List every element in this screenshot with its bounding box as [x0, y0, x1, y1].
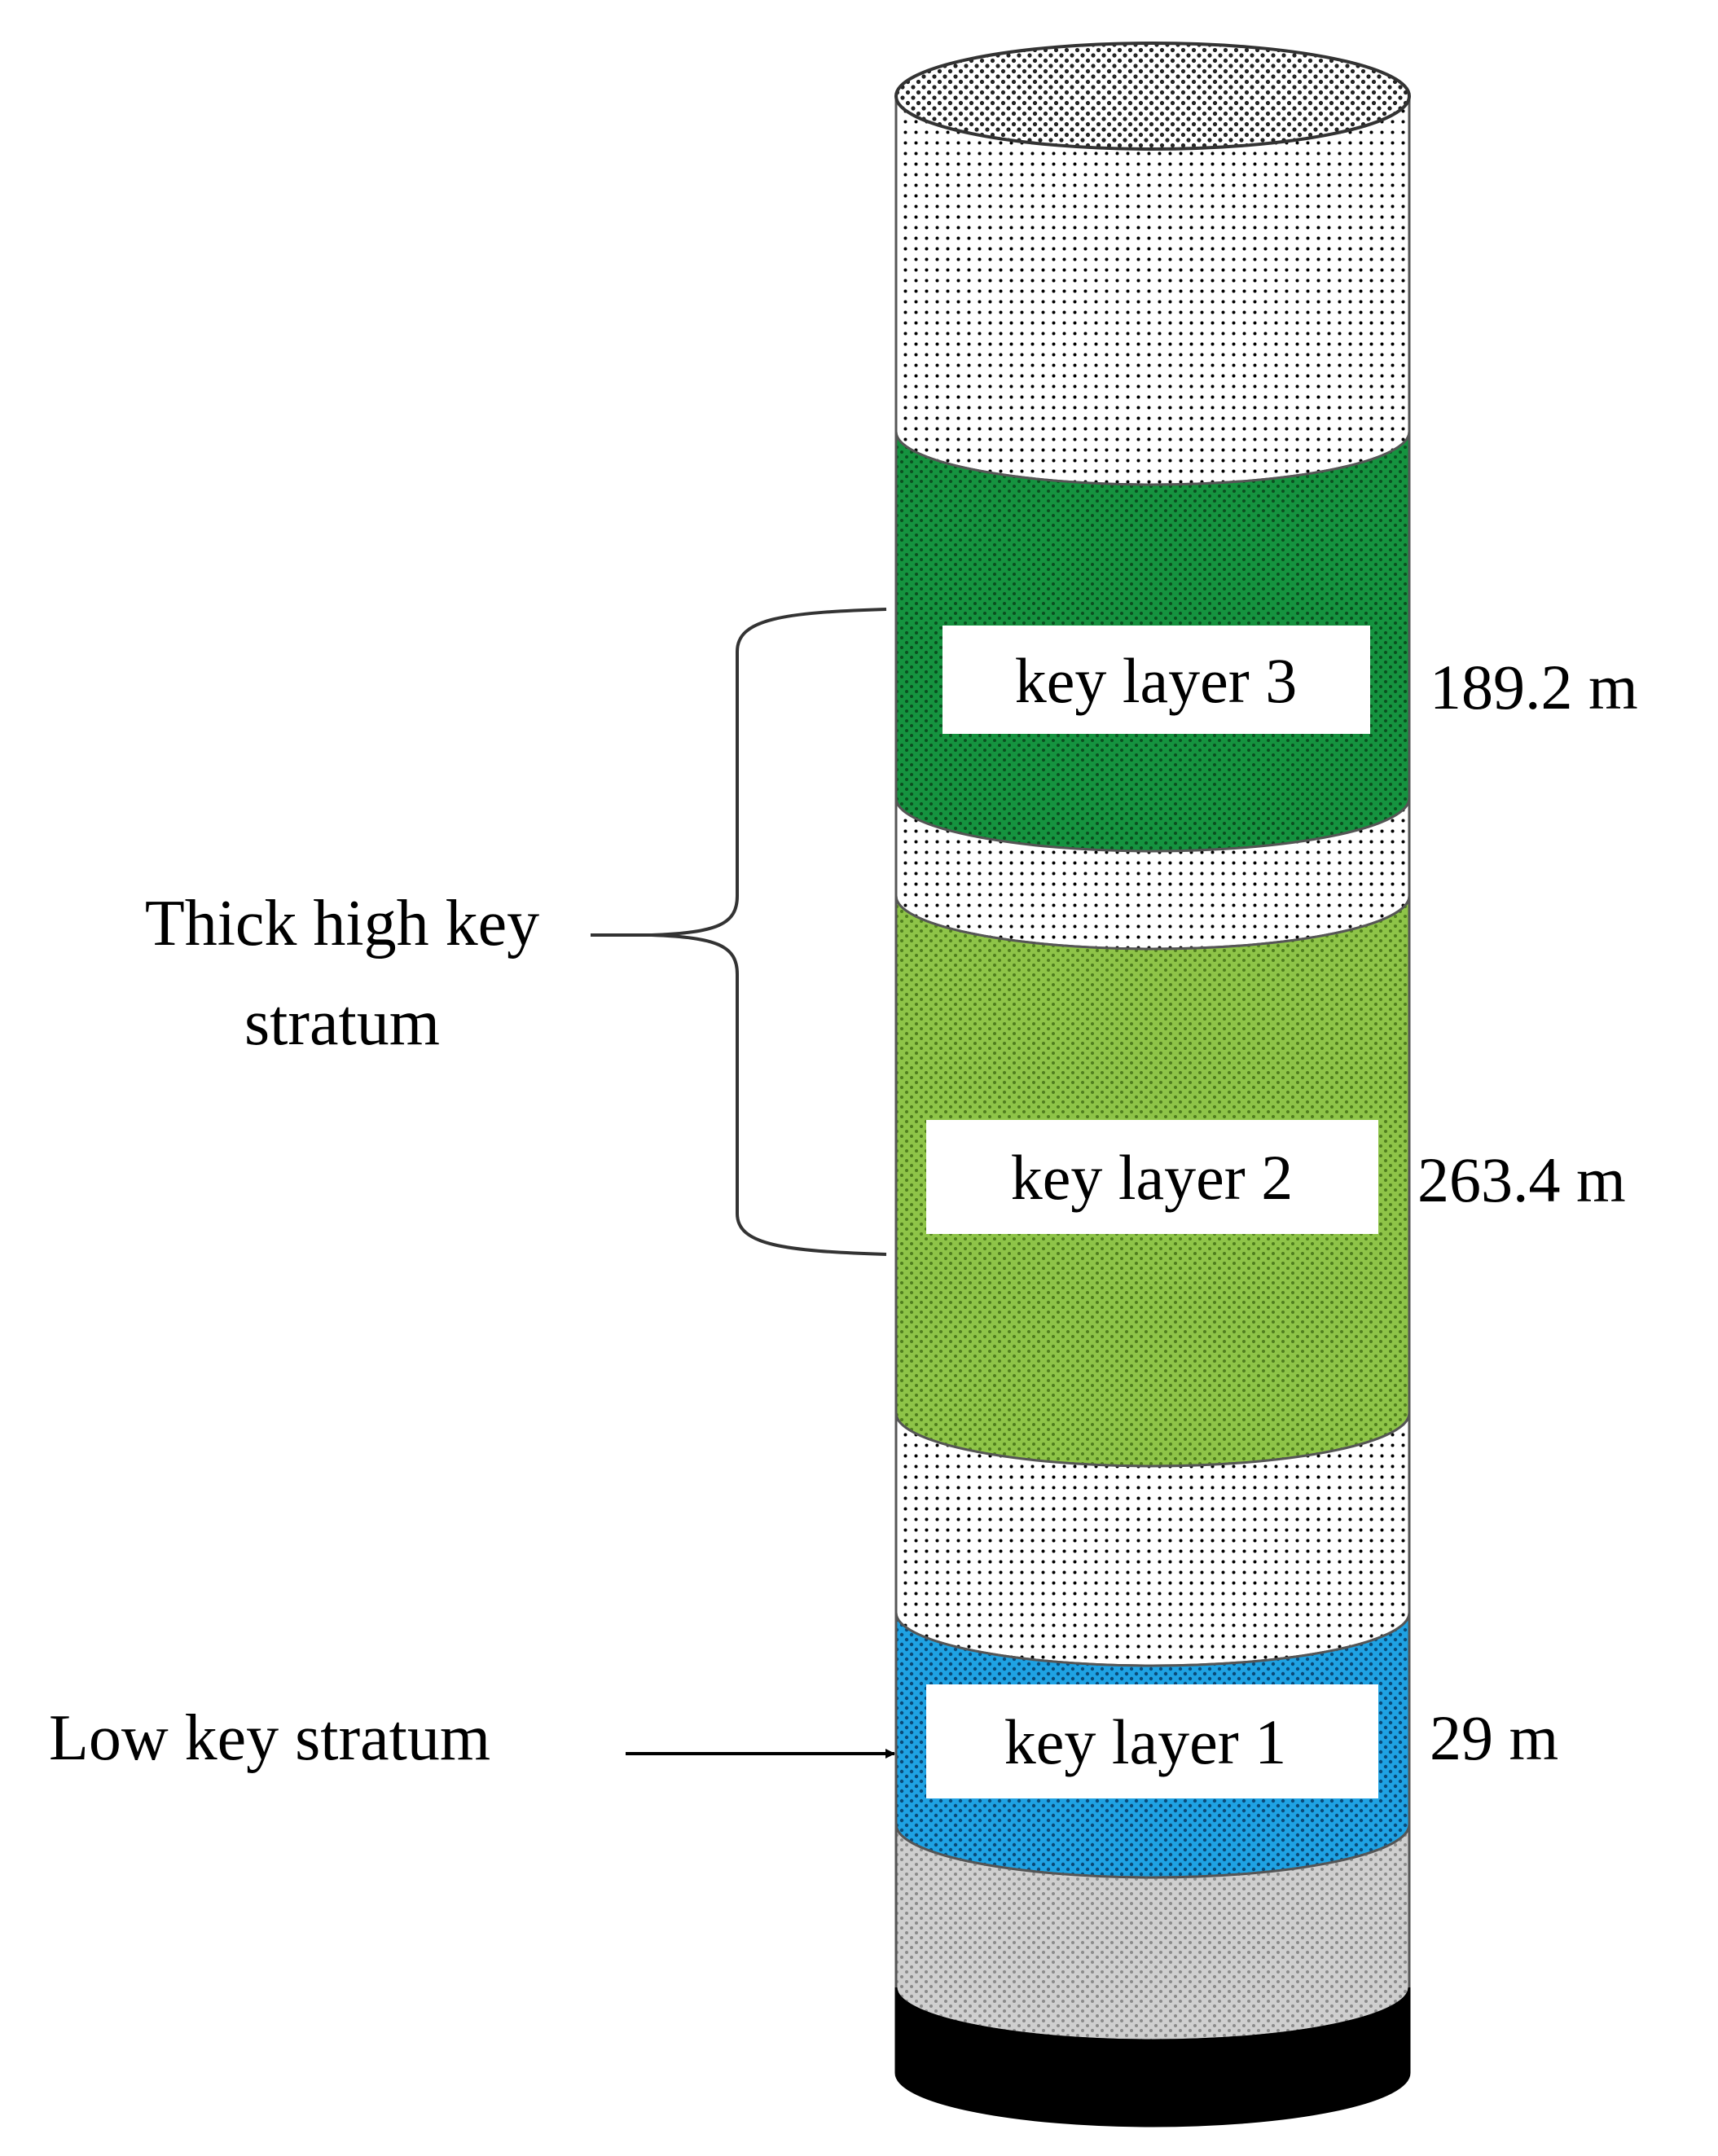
stratum-annotations: Thick high key stratum Low key stratum	[49, 888, 539, 1774]
key-layer-labels: key layer 3 key layer 2 key layer 1	[926, 626, 1378, 1798]
low-stratum-label: Low key stratum	[49, 1702, 490, 1774]
key-layer-2-label: key layer 2	[1011, 1142, 1294, 1213]
key-layer-3-label: key layer 3	[1015, 645, 1298, 716]
key-layer-3-label-box	[942, 626, 1370, 734]
high-stratum-brace	[651, 608, 887, 1256]
high-stratum-label-line1: Thick high key	[145, 888, 539, 959]
layer-top-rock	[894, 94, 1411, 486]
cylinder-top-cap	[894, 42, 1411, 151]
key-layer-1-depth: 29 m	[1430, 1702, 1558, 1773]
key-layer-1-label: key layer 1	[1004, 1706, 1287, 1777]
depth-labels: 189.2 m 263.4 m 29 m	[1417, 652, 1638, 1773]
key-layer-2-depth: 263.4 m	[1417, 1144, 1626, 1215]
strata-column	[894, 42, 1411, 2127]
key-layer-3-depth: 189.2 m	[1430, 652, 1638, 722]
layer-coal-seam	[894, 1987, 1411, 2127]
high-stratum-label-line2: stratum	[244, 987, 440, 1059]
key-layer-1-label-box	[926, 1684, 1378, 1798]
key-layer-2-label-box	[926, 1120, 1378, 1234]
